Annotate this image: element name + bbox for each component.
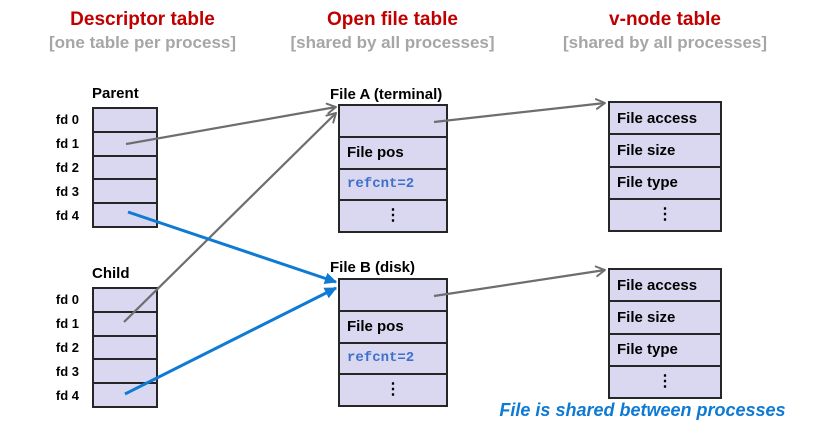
vnode-table-title: v-node table [609, 9, 721, 30]
parent-fd0-label: fd 0 [55, 111, 79, 127]
open-file-table-subtitle: [shared by all processes] [290, 33, 495, 52]
parent-fd2-cell [94, 154, 156, 179]
fileB-open-file-table: File pos refcnt=2 ⋮ [338, 278, 448, 407]
child-fd0-cell [94, 289, 156, 311]
parent-fd3-cell [94, 178, 156, 202]
vnode1-file-access-cell: File access [617, 109, 698, 127]
child-fd3-label: fd 3 [55, 364, 79, 380]
shared-file-caption: File is shared between processes [499, 400, 786, 420]
fileA-open-file-table: File pos refcnt=2 ⋮ [338, 104, 448, 233]
fileA-pointer-cell [340, 106, 446, 136]
vnode-table-2: File access File size File type ⋮ [608, 268, 722, 399]
fileA-filepos-cell: File pos [340, 135, 446, 168]
arrow-fileA-to-vnode1 [433, 98, 606, 124]
child-fd0-label: fd 0 [55, 291, 79, 307]
parent-fd-labels: fd 0 fd 1 fd 2 fd 3 fd 4 [36, 107, 86, 228]
vnode2-file-access-cell: File access [617, 276, 698, 294]
vnode-table-subtitle: [shared by all processes] [562, 33, 768, 52]
column-header-descriptor-table: Descriptor table [one table per process] [20, 8, 265, 53]
fileB-refcnt-cell: refcnt=2 [340, 341, 446, 374]
child-fd2-label: fd 2 [55, 340, 79, 355]
vnode2-ellipsis-cell: ⋮ [610, 364, 720, 397]
child-fd1-label: fd 1 [55, 315, 79, 331]
fileB-filepos-cell: File pos [340, 309, 446, 342]
parent-fd0-cell [94, 109, 156, 131]
vnode2-file-size-cell: File size [610, 300, 720, 332]
parent-fd1-cell [94, 130, 156, 155]
column-header-open-file-table: Open file table [shared by all processes… [270, 8, 515, 53]
vnode1-ellipsis-cell: ⋮ [610, 197, 720, 230]
vnode-table-1: File access File size File type ⋮ [608, 101, 722, 232]
parent-fd4-cell [94, 202, 156, 226]
fileA-ellipsis-cell: ⋮ [340, 199, 446, 231]
fileA-table-title: File A (terminal) [330, 86, 443, 103]
vnode1-file-type-cell: File type [610, 165, 720, 198]
child-descriptor-table [92, 287, 158, 408]
parent-fd4-label: fd 4 [55, 208, 79, 224]
vnode2-file-type-cell: File type [610, 332, 720, 365]
arrow-fileB-to-vnode2 [433, 265, 606, 298]
fileB-ellipsis-cell: ⋮ [340, 373, 446, 405]
descriptor-table-title: Descriptor table [70, 9, 215, 30]
open-file-table-title: Open file table [327, 9, 458, 30]
parent-table-title: Parent [92, 85, 139, 102]
child-fd1-cell [94, 310, 156, 335]
descriptor-table-subtitle: [one table per process] [48, 33, 237, 52]
fileB-pointer-cell [340, 280, 446, 310]
column-header-vnode-table: v-node table [shared by all processes] [540, 8, 790, 53]
parent-fd1-label: fd 1 [55, 135, 79, 151]
parent-descriptor-table [92, 107, 158, 228]
fileA-refcnt-cell: refcnt=2 [340, 167, 446, 200]
child-fd-labels: fd 0 fd 1 fd 2 fd 3 fd 4 [36, 287, 86, 408]
child-table-title: Child [92, 265, 130, 282]
parent-fd3-label: fd 3 [55, 184, 79, 200]
child-fd4-cell [94, 382, 156, 406]
vnode1-file-size-cell: File size [610, 133, 720, 165]
child-fd4-label: fd 4 [55, 388, 79, 404]
arrow-parent-fd4-to-fileB [127, 210, 338, 284]
child-fd3-cell [94, 358, 156, 382]
child-fd2-cell [94, 334, 156, 359]
fileB-table-title: File B (disk) [330, 259, 416, 276]
parent-fd2-label: fd 2 [55, 160, 79, 175]
